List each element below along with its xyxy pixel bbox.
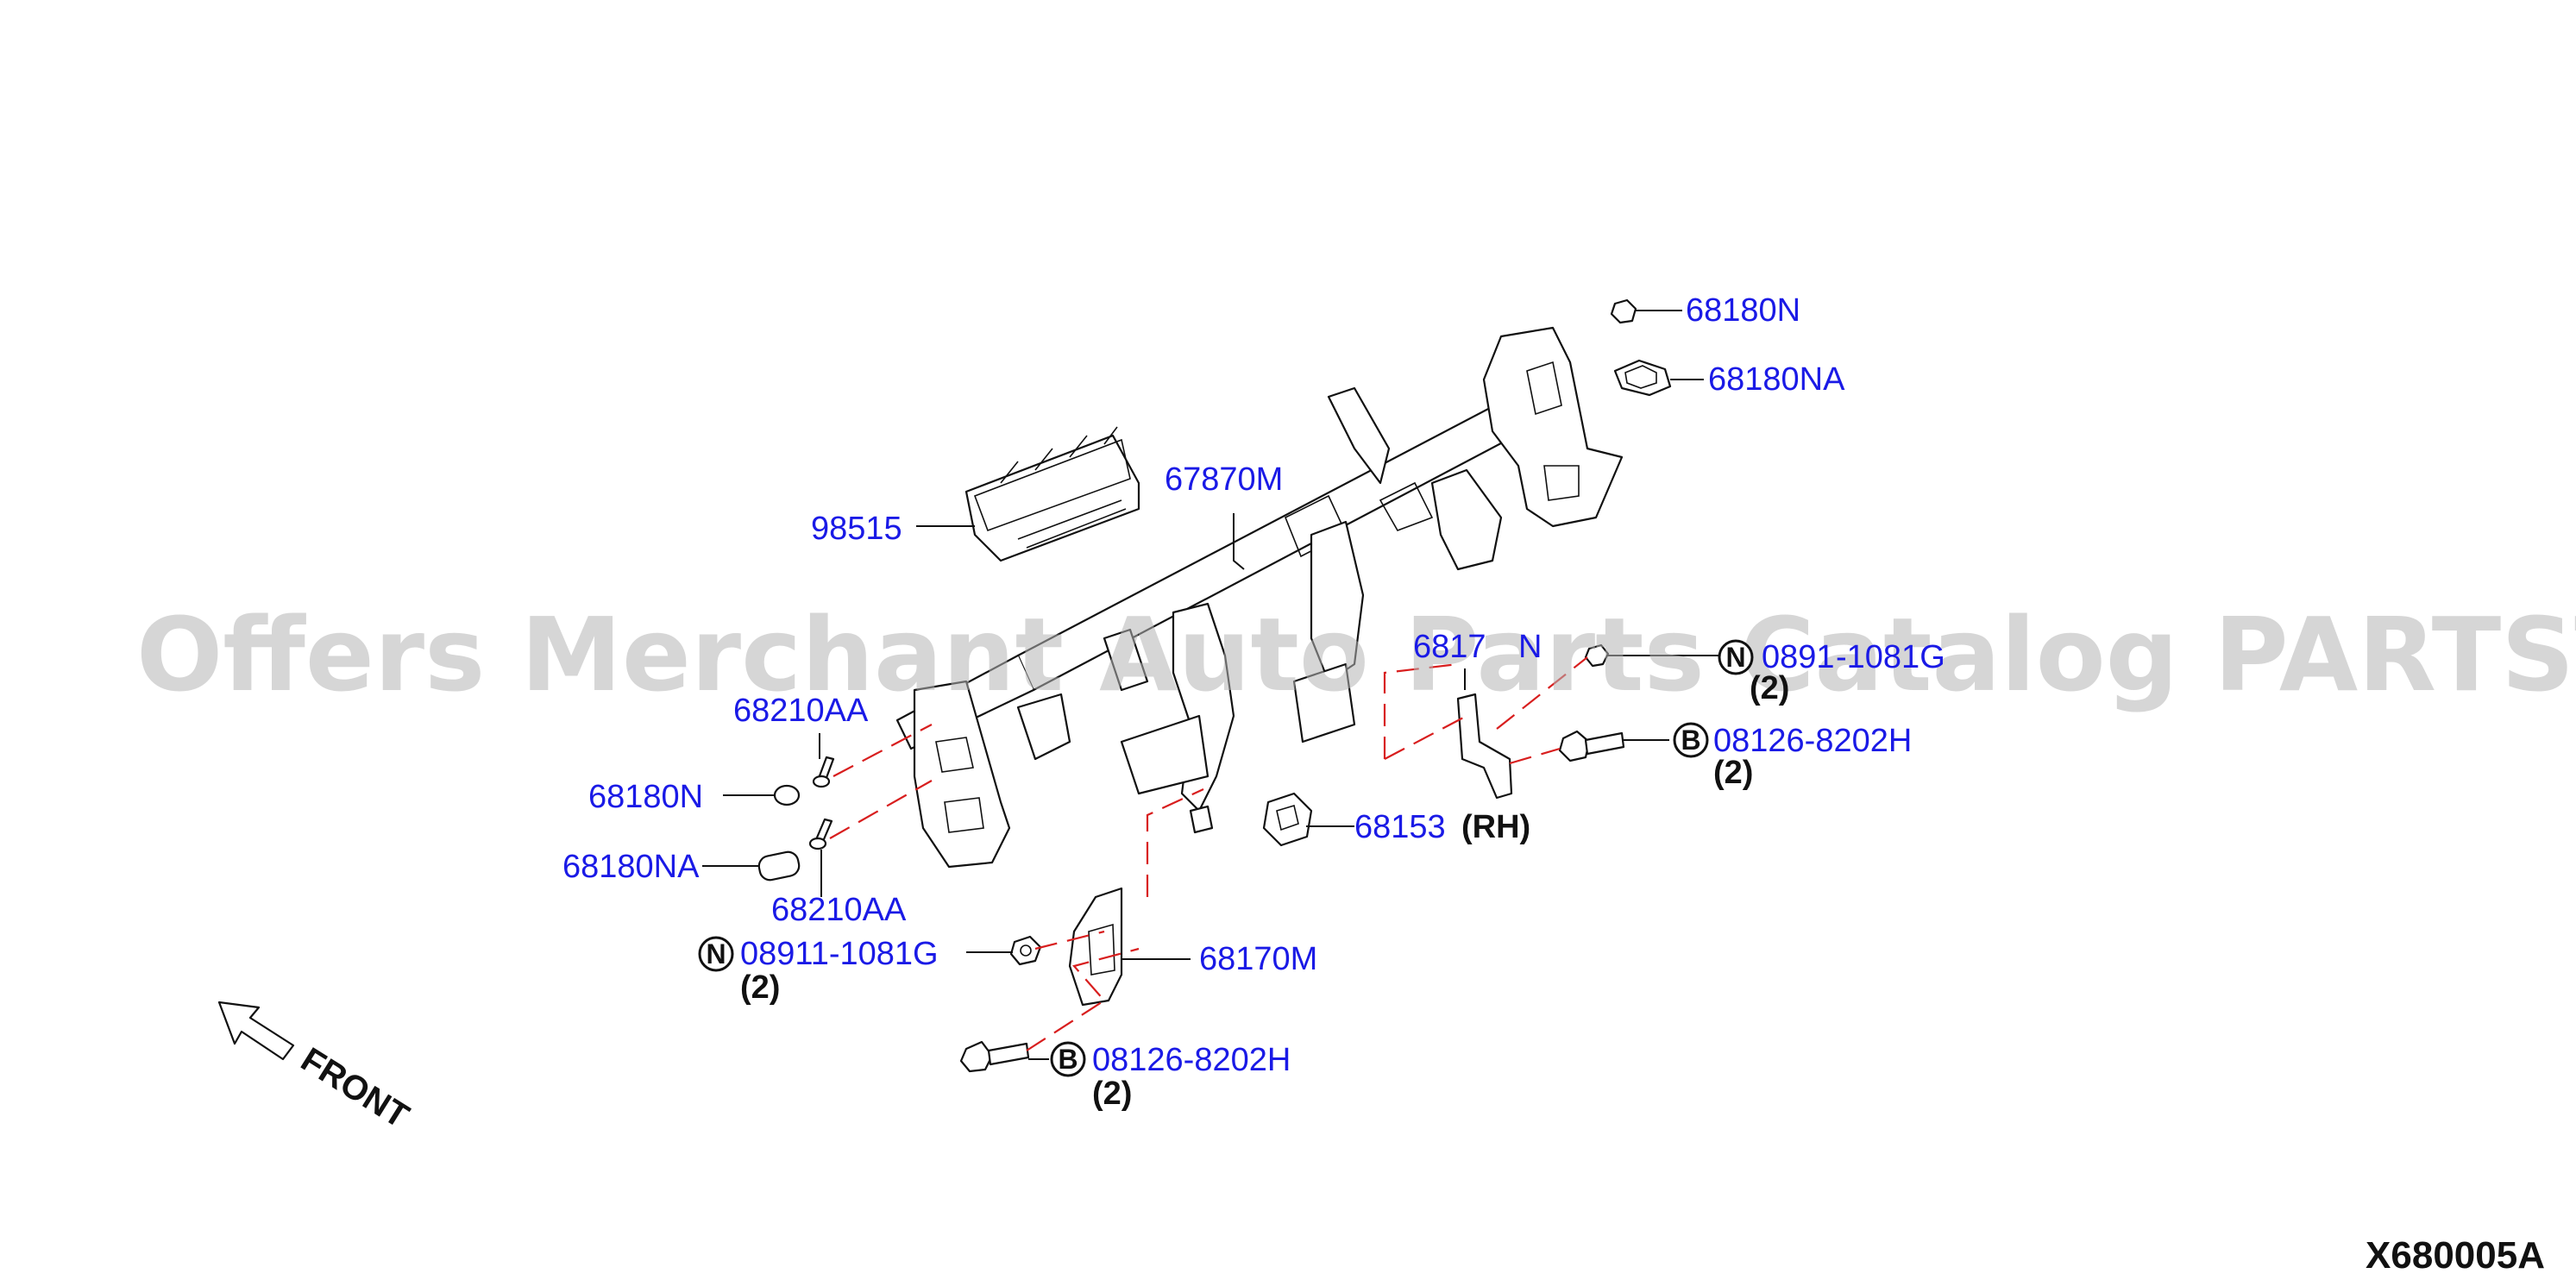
- svg-text:N: N: [706, 938, 726, 969]
- qty-b-right: (2): [1713, 755, 1753, 791]
- qty-b-bottom: (2): [1092, 1076, 1132, 1112]
- cross-car-beam[interactable]: [895, 326, 1624, 869]
- svg-text:B: B: [1058, 1044, 1078, 1075]
- label-68210AA-upper[interactable]: 68210AA: [733, 693, 869, 729]
- grommet-68180NA-top[interactable]: [1613, 359, 1672, 397]
- label-68180NA-left[interactable]: 68180NA: [562, 849, 700, 885]
- badge-b-right: B: [1673, 722, 1709, 758]
- svg-text:N: N: [1725, 642, 1745, 673]
- qty-n-right: (2): [1750, 670, 1789, 706]
- diagram-code: X680005A: [2366, 1234, 2545, 1277]
- qty-n-left: (2): [740, 969, 780, 1006]
- label-98515[interactable]: 98515: [811, 511, 902, 547]
- bolt-08126-8202H-bottom[interactable]: [959, 1040, 1030, 1073]
- clip-68180N-left[interactable]: [773, 784, 801, 806]
- clip-68180N-top[interactable]: [1610, 298, 1637, 324]
- label-08126-8202H-right[interactable]: 08126-8202H: [1713, 723, 1912, 759]
- bracket-68153-rh[interactable]: [1262, 792, 1313, 847]
- pin-68210AA-upper[interactable]: [812, 756, 835, 788]
- front-label: FRONT: [294, 1040, 415, 1135]
- label-68180NA-top[interactable]: 68180NA: [1708, 361, 1845, 398]
- label-68180N-left[interactable]: 68180N: [588, 779, 703, 815]
- bracket-68171N-rh[interactable]: [1456, 693, 1513, 800]
- label-68153[interactable]: 68153: [1354, 809, 1446, 845]
- bolt-08126-8202H-right[interactable]: [1558, 730, 1625, 762]
- bracket-68170M[interactable]: [1068, 887, 1123, 1007]
- label-08126-8202H-bottom[interactable]: 08126-8202H: [1092, 1042, 1291, 1078]
- front-arrow-icon: [217, 1001, 295, 1061]
- badge-n-left: N: [698, 936, 734, 972]
- passenger-airbag-module[interactable]: [964, 426, 1140, 562]
- label-68171N-partial-b[interactable]: N: [1518, 629, 1542, 665]
- label-68153-side: (RH): [1461, 809, 1530, 845]
- label-67870M[interactable]: 67870M: [1165, 461, 1283, 498]
- label-08911-1081G-right-b[interactable]: -1081G: [1836, 639, 1945, 675]
- label-08911-1081G-right-a[interactable]: 0891: [1762, 639, 1835, 675]
- grommet-68180NA-left[interactable]: [757, 850, 801, 882]
- badge-n-right: N: [1718, 639, 1754, 675]
- reference-lines: [829, 656, 1588, 1051]
- pin-68210AA-lower[interactable]: [808, 818, 833, 850]
- watermark: Offers Merchant Auto Parts Catalog PARTS…: [136, 595, 2576, 714]
- label-68210AA-lower[interactable]: 68210AA: [771, 892, 907, 928]
- label-68171N-partial[interactable]: 6817: [1413, 629, 1486, 665]
- svg-text:B: B: [1681, 725, 1700, 756]
- leader-lines: [702, 310, 1718, 1060]
- label-68170M[interactable]: 68170M: [1199, 941, 1317, 977]
- nut-08911-1081G-left[interactable]: [1009, 935, 1042, 966]
- badge-b-bottom: B: [1050, 1041, 1086, 1077]
- nut-08911-1081G-right[interactable]: [1584, 643, 1610, 668]
- label-08911-1081G-left[interactable]: 08911-1081G: [740, 936, 939, 972]
- label-68180N-top[interactable]: 68180N: [1686, 292, 1800, 329]
